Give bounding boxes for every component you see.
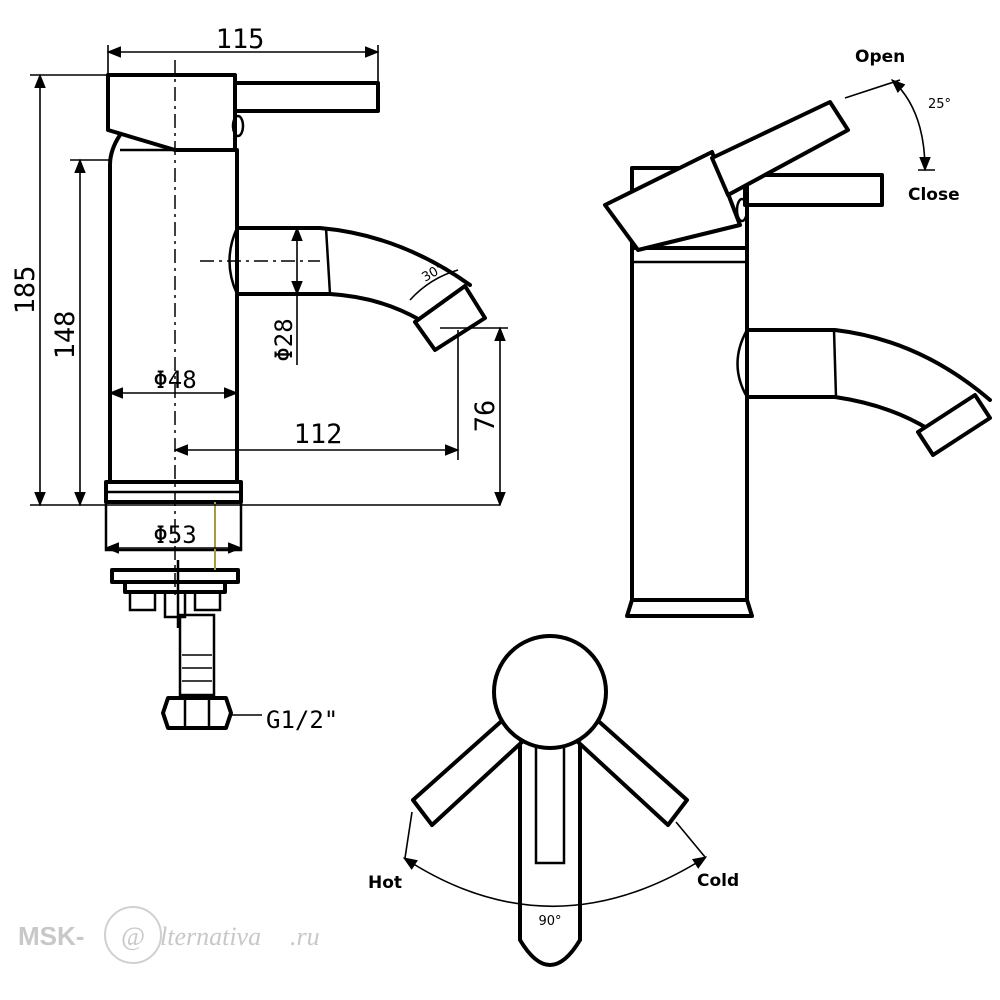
top-spout-slot	[534, 743, 566, 865]
dim-30-arc	[409, 269, 459, 301]
open-guide	[844, 79, 901, 99]
top-lever-hot	[411, 716, 524, 827]
rotation-angle-label: 90°	[538, 914, 561, 929]
hose-nut	[161, 696, 233, 730]
top-view: Hot Cold 90°	[368, 634, 739, 967]
spout-ring	[324, 227, 332, 295]
dim-d28-label: Φ28	[270, 318, 298, 361]
mount-center	[163, 590, 187, 619]
dim-185-label: 185	[10, 266, 41, 315]
supply-hose	[178, 613, 216, 697]
top-handle-circle	[492, 634, 608, 750]
spout-top	[235, 226, 472, 287]
dim-30-label: 30°	[420, 261, 447, 286]
side-view: Open Close 25°	[603, 47, 992, 618]
side-aerator	[916, 393, 992, 457]
close-label: Close	[908, 185, 960, 205]
watermark-prefix: MSK-	[18, 921, 84, 951]
cold-label: Cold	[697, 871, 739, 891]
body-outline	[108, 133, 239, 484]
rotation-arc	[402, 856, 708, 907]
watermark-ring	[104, 906, 162, 964]
side-spout-joint	[736, 329, 749, 398]
hot-label: Hot	[368, 873, 402, 893]
lever-angle-label: 25°	[928, 97, 951, 112]
handle-lever	[233, 81, 380, 113]
side-spout-top	[745, 328, 992, 402]
dim-d48-label: Φ48	[153, 366, 196, 394]
lever-closed	[743, 173, 884, 207]
watermark-mark: @	[121, 922, 145, 951]
top-lever-cold	[576, 716, 689, 827]
side-base	[625, 598, 754, 618]
lever-open	[710, 100, 850, 197]
dim-112-label: 112	[294, 419, 343, 450]
dim-76-label: 76	[470, 400, 501, 433]
spout-aerator	[413, 284, 487, 352]
open-label: Open	[855, 47, 905, 67]
handle-open	[603, 150, 742, 252]
front-view: 115 185 148 Φ28 Φ48 112 76 30° Φ53	[10, 24, 508, 734]
handle-screw	[231, 114, 245, 138]
open-close-arc	[890, 79, 931, 172]
spout-bottom	[235, 292, 422, 322]
dim-115-label: 115	[216, 24, 265, 55]
mount-stud-right	[193, 590, 222, 612]
side-spout-ring	[832, 329, 838, 398]
cold-guide	[675, 821, 706, 858]
watermark: MSK- @ lternativa .ru	[18, 906, 320, 964]
dim-d53-label: Φ53	[153, 521, 196, 549]
thread-label: G1/2"	[266, 706, 338, 734]
watermark-suffix: lternativa	[160, 922, 261, 951]
watermark-tld: .ru	[290, 922, 320, 951]
side-spout-bottom	[745, 395, 932, 432]
handle-block	[106, 73, 237, 152]
hot-guide	[404, 811, 413, 859]
mount-stud-left	[128, 590, 157, 612]
side-screw	[735, 197, 749, 223]
top-spout	[518, 733, 582, 967]
dim-148-label: 148	[50, 311, 81, 360]
